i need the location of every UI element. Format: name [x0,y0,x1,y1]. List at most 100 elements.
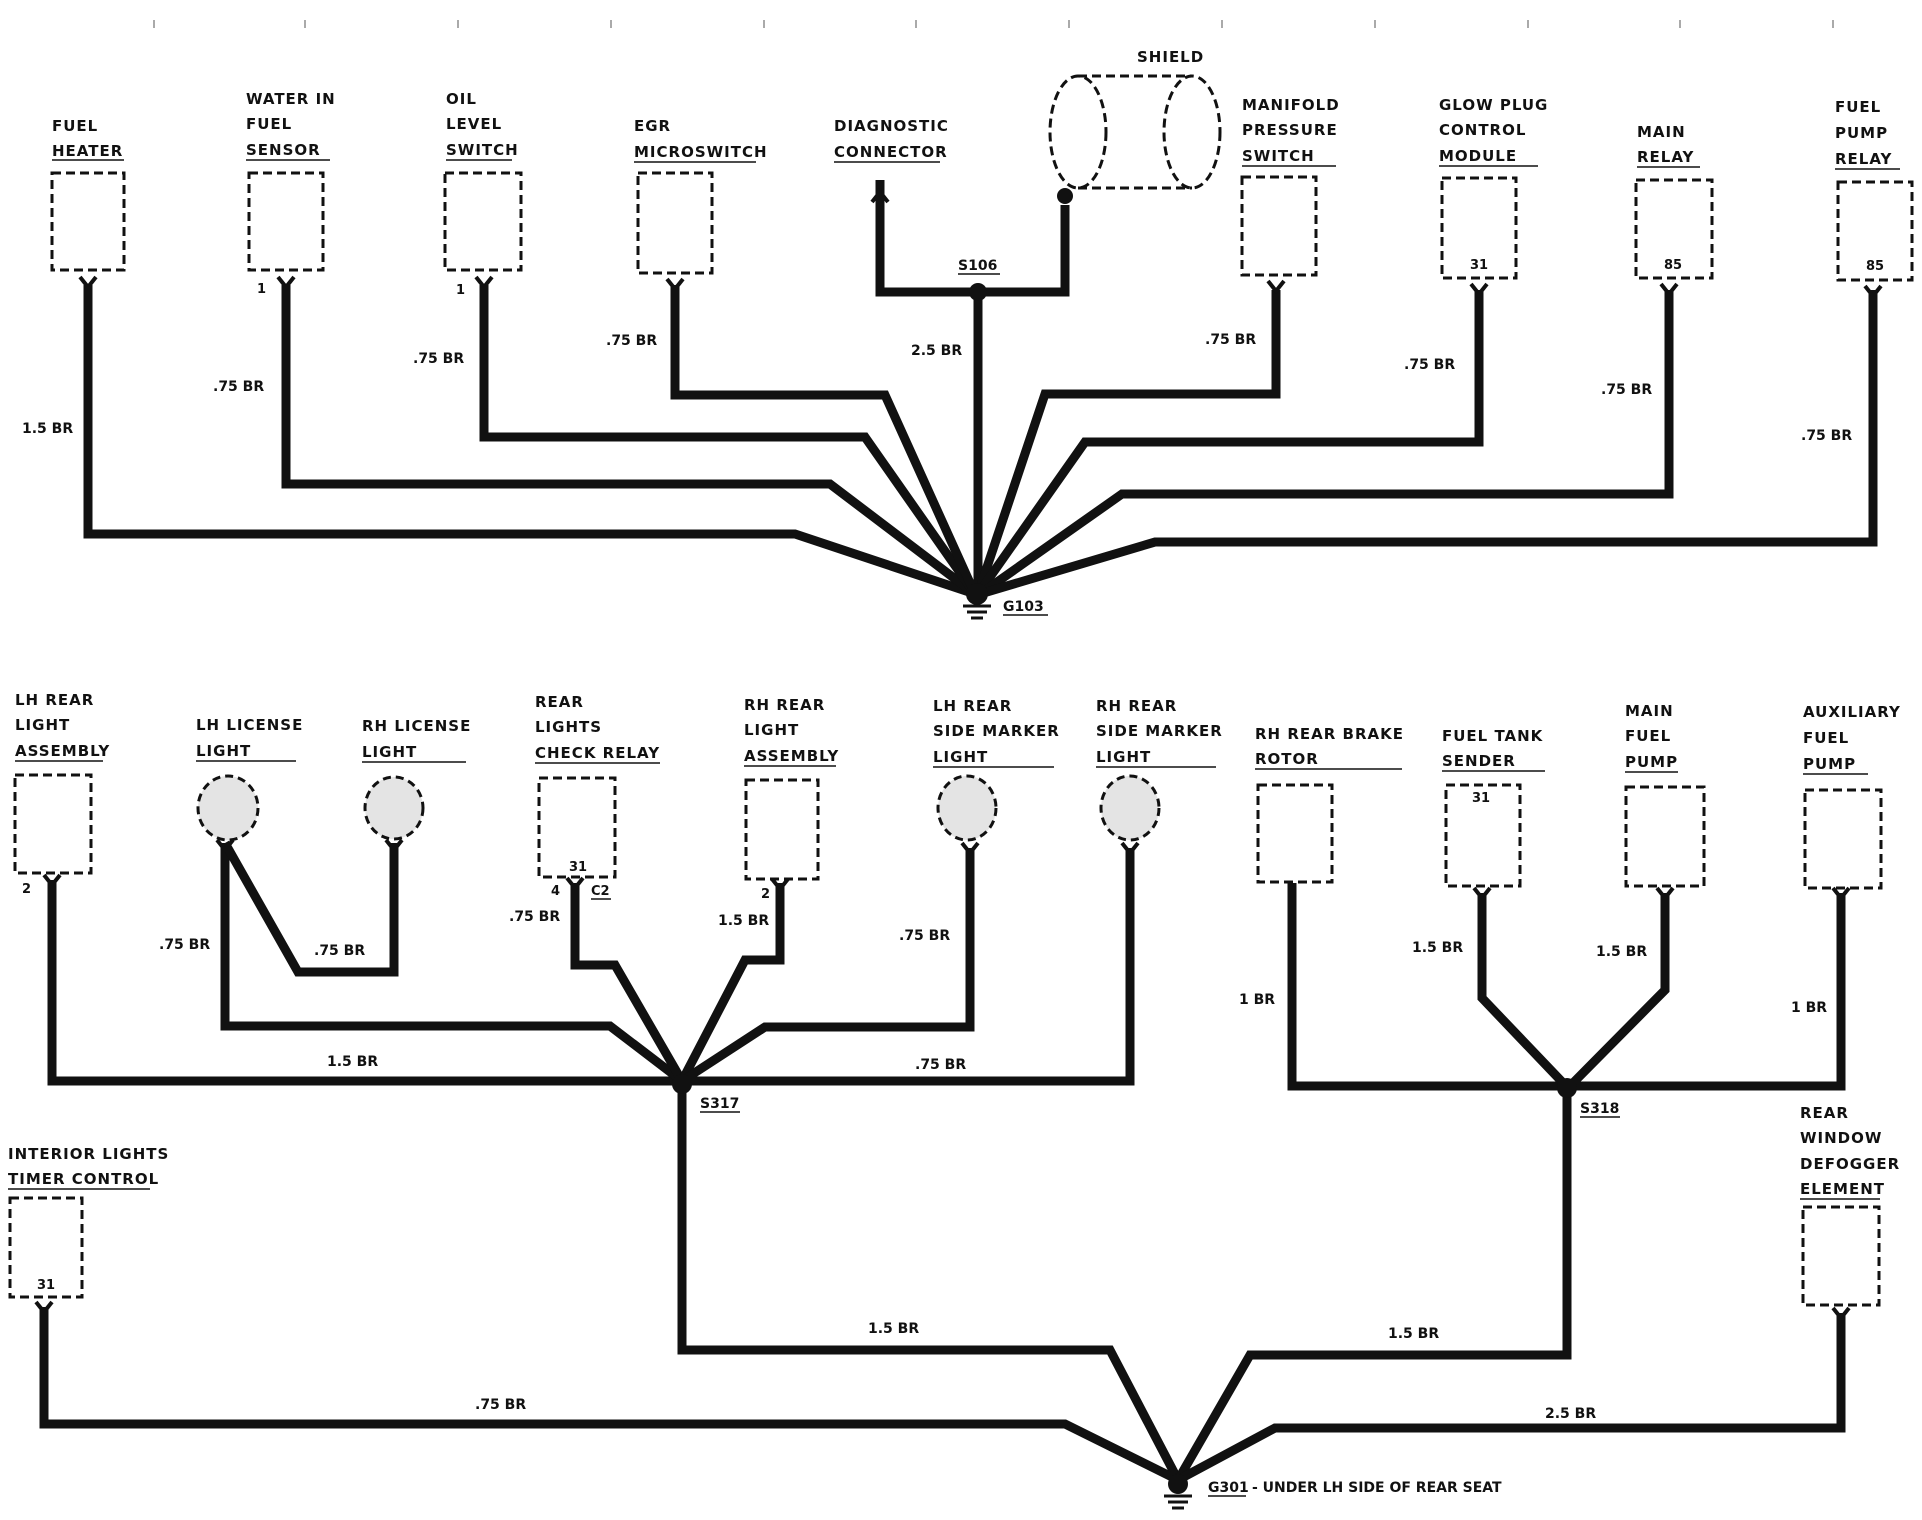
label-bottom-components-12-label-0: REAR [1800,1104,1849,1122]
label-bottom-wires-10: 1 BR [1791,1000,1827,1016]
label-bottom-wires-5: .75 BR [899,928,950,944]
fuel-tank-sender-box [1444,783,1522,888]
label-bottom-components-12-label-2: DEFOGGER [1800,1155,1900,1173]
label-bottom-wires-2: 1.5 BR [327,1054,378,1070]
label-top-components-7-label-0: GLOW PLUG [1439,96,1548,114]
label-bottom-wires-4: 1.5 BR [718,913,769,929]
label-top-components-9-label-0: FUEL [1835,98,1881,116]
label-bottom-components-11-pin: 31 [37,1278,55,1293]
label-top-wires-1: .75 BR [213,379,264,395]
label-bottom-wires-12: 1.5 BR [1388,1326,1439,1342]
label-top-components-2-label-1: LEVEL [446,115,502,133]
label-bottom-components-5-label-2: LIGHT [933,748,988,766]
label-top-components-9-label-1: PUMP [1835,124,1888,142]
label-bottom-components-8-label-0: FUEL TANK [1442,727,1544,745]
lh-license-light-lamp [196,774,260,842]
label-top-components-8-pin: 85 [1664,258,1682,273]
label-top-wires-2: .75 BR [413,351,464,367]
label-top-components-3-label-0: EGR [634,117,671,135]
label-bottom-components-11-label-0: INTERIOR LIGHTS [8,1145,169,1163]
main-fuel-pump-box [1624,785,1706,888]
shield-cylinder [1048,74,1222,190]
label-bottom-ground: G301 [1208,1480,1249,1496]
splice-s318 [1557,1078,1577,1098]
label-top-components-1-label-0: WATER IN [246,90,336,108]
label-top-splice: S106 [958,258,997,274]
label-top-components-1-pin: 1 [257,282,266,297]
label-bottom-components-2-label-1: LIGHT [362,743,417,761]
label-top-components-8-label-1: RELAY [1637,148,1695,166]
label-bottom-components-8-label-1: SENDER [1442,752,1516,770]
label-bottom-components-3-label-2: CHECK RELAY [535,744,660,762]
label-bottom-wires-0: .75 BR [159,937,210,953]
label-top-components-7-label-1: CONTROL [1439,121,1526,139]
label-bottom-splices-1: S318 [1580,1101,1619,1117]
label-bottom-wires-6: .75 BR [915,1057,966,1073]
label-bottom-components-3-connector: C2 [591,884,610,899]
label-top-components-7-label-2: MODULE [1439,147,1517,165]
rh-rear-light-assembly-box [744,778,820,881]
label-bottom-components-4-label-1: LIGHT [744,721,799,739]
label-top-components-5-label-0: SHIELD [1137,48,1204,66]
label-top-components-9-label-2: RELAY [1835,150,1893,168]
label-bottom-ground_note: - UNDER LH SIDE OF REAR SEAT [1252,1480,1502,1496]
label-fuel-heater-1: FUEL [52,117,98,135]
label-top-components-7-pin: 31 [1470,258,1488,273]
label-bottom-components-0-label-0: LH REAR [15,691,94,709]
label-top-components-8-label-0: MAIN [1637,123,1686,141]
label-top-components-4-label-0: DIAGNOSTIC [834,117,949,135]
label-bottom-components-3-pin2: 4 [551,884,560,899]
bottom-labels: LH REAR LIGHT ASSEMBLY LH LICENSE LIGHT … [8,691,1900,1497]
label-bottom-components-3-label-0: REAR [535,693,584,711]
label-bottom-wires-13: .75 BR [475,1397,526,1413]
label-bottom-components-9-label-2: PUMP [1625,753,1678,771]
label-bottom-components-5-label-1: SIDE MARKER [933,722,1060,740]
top-terminals [78,188,1883,300]
label-bottom-components-1-label-1: LIGHT [196,742,251,760]
bottom-components [8,773,1883,1307]
label-bottom-components-3-pin: 31 [569,860,587,875]
label-bottom-components-0-label-1: LIGHT [15,716,70,734]
label-top-components-2-label-2: SWITCH [446,141,519,159]
label-bottom-components-6-label-0: RH REAR [1096,697,1177,715]
ground-g301-symbol [1164,1474,1192,1510]
label-bottom-components-5-label-0: LH REAR [933,697,1012,715]
lh-rear-side-marker-light-lamp [936,774,998,842]
label-bottom-components-9-label-1: FUEL [1625,727,1671,745]
label-bottom-wires-9: 1.5 BR [1596,944,1647,960]
label-top-wires-7: .75 BR [1601,382,1652,398]
label-top-wires-8: .75 BR [1801,428,1852,444]
splice-s106 [969,283,987,301]
label-bottom-wires-11: 1.5 BR [868,1321,919,1337]
label-top-wires-5: .75 BR [1205,332,1256,348]
top-components [50,74,1914,282]
label-bottom-components-0-label-2: ASSEMBLY [15,742,110,760]
label-bottom-components-10-label-2: PUMP [1803,755,1856,773]
main-relay-box [1634,178,1714,280]
label-bottom-components-2-label-0: RH LICENSE [362,717,471,735]
label-bottom-components-4-label-2: ASSEMBLY [744,747,839,765]
label-bottom-wires-7: 1 BR [1239,992,1275,1008]
label-bottom-components-9-label-0: MAIN [1625,702,1674,720]
label-top-wires-4: 2.5 BR [911,343,962,359]
ground-g103-symbol [963,583,991,620]
label-bottom-components-3-label-1: LIGHTS [535,718,602,736]
rear-window-defogger-element-box [1801,1205,1881,1307]
interior-lights-timer-control-box [8,1196,84,1299]
label-top-components-6-label-2: SWITCH [1242,147,1315,165]
label-bottom-splices-0: S317 [700,1096,739,1112]
label-top-wires-0: 1.5 BR [22,421,73,437]
label-top-ground: G103 [1003,599,1044,615]
label-bottom-wires-8: 1.5 BR [1412,940,1463,956]
label-top-components-9-pin: 85 [1866,259,1884,274]
auxiliary-fuel-pump-box [1803,788,1883,890]
rear-lights-check-relay-box [537,776,617,879]
edge-marks [153,20,1834,28]
oil-level-switch-box [443,171,523,272]
label-top-components-4-label-1: CONNECTOR [834,143,948,161]
label-bottom-wires-1: .75 BR [314,943,365,959]
label-bottom-components-8-pin: 31 [1472,791,1490,806]
rh-rear-side-marker-light-lamp [1099,774,1161,842]
top-wires [83,180,1878,599]
rh-rear-brake-rotor-box [1256,783,1334,884]
